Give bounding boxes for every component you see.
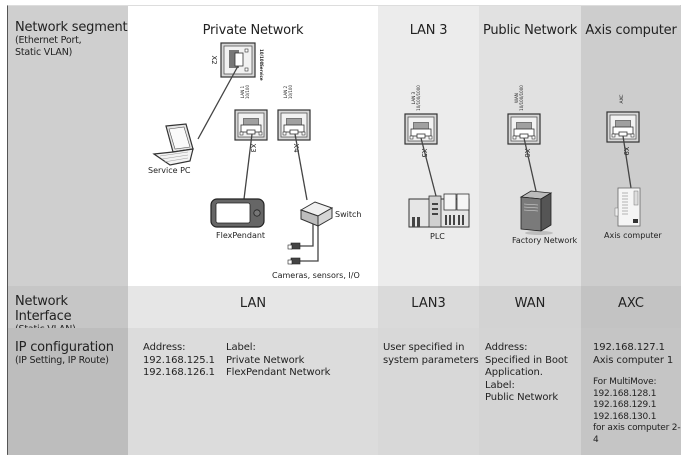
factory-server-icon xyxy=(519,190,553,235)
ip-public-line-2: Specified in Boot xyxy=(485,354,568,366)
flexpendant-label: FlexPendant xyxy=(216,231,265,240)
ip-public-line-4: Label: xyxy=(485,379,515,391)
multimove-ip-1: 192.168.128.1 xyxy=(593,388,657,399)
address-2: 192.168.126.1 xyxy=(143,367,215,378)
axis-computer-label: Axis computer xyxy=(604,231,662,240)
flexpendant-icon xyxy=(210,198,265,228)
port-x3 xyxy=(234,109,268,141)
port-x4 xyxy=(277,109,311,141)
ip-private: Address: 192.168.125.1 192.168.126.1 Lab… xyxy=(128,328,378,455)
port-x5-speed: 10/100/1000 xyxy=(416,85,421,111)
iface-lan3-label: LAN3 xyxy=(411,296,446,311)
port-x3-speed: 10/100 xyxy=(245,85,250,100)
iface-axis-label: AXC xyxy=(618,296,644,311)
port-x4-name: LAN 2 xyxy=(283,85,288,98)
label-cell-interface: Network Interface (Static VLAN) xyxy=(8,286,128,335)
port-x4-speed: 10/100 xyxy=(288,85,293,100)
segment-sub2: Static VLAN) xyxy=(15,47,73,58)
ip-public-text: Address: Specified in Boot Application. … xyxy=(485,342,568,405)
col-title-axis: Axis computer xyxy=(585,23,677,38)
label-label: Label: xyxy=(226,342,256,353)
address-label: Address: xyxy=(143,342,186,353)
camera-icon xyxy=(287,242,301,265)
plc-icon xyxy=(408,193,470,228)
cameras-label: Cameras, sensors, I/O xyxy=(272,271,360,280)
ip-public-line-5: Public Network xyxy=(485,392,559,403)
iface-axis: AXC xyxy=(581,286,681,328)
ip-axis-line-2: Axis computer 1 xyxy=(593,354,674,366)
factory-network-label: Factory Network xyxy=(512,236,578,245)
port-x5-id: X5 xyxy=(420,148,428,157)
iface-private-label: LAN xyxy=(239,296,267,311)
port-x6-name: WAN xyxy=(514,93,519,103)
ip-public: Address: Specified in Boot Application. … xyxy=(479,328,581,455)
plc-label: PLC xyxy=(430,232,445,241)
address-1: 192.168.125.1 xyxy=(143,354,215,366)
port-x2-service: Service xyxy=(259,64,264,81)
ip-lan3-line-2: system parameters xyxy=(383,354,479,366)
ip-axis-multimove: For MultiMove: 192.168.128.1 192.168.129… xyxy=(593,377,681,446)
service-pc-label: Service PC xyxy=(148,166,191,175)
service-pc-icon xyxy=(152,123,194,166)
col-title-public: Public Network xyxy=(482,23,578,38)
port-x5-name: LAN 3 xyxy=(411,91,416,104)
label-2: FlexPendant Network xyxy=(226,367,331,378)
port-x6-speed: 10/100/1000 xyxy=(519,85,524,111)
ipconfig-sub1: (IP Setting, IP Route) xyxy=(15,355,109,366)
ip-axis: 192.168.127.1 Axis computer 1 For MultiM… xyxy=(581,328,681,455)
port-x2-speed: 10/100 xyxy=(259,49,264,65)
iface-private: LAN xyxy=(128,286,378,328)
iface-lan3: LAN3 xyxy=(378,286,479,328)
col-lan3-segment: LAN 3 xyxy=(378,6,479,286)
axis-computer-icon xyxy=(614,187,641,227)
col-title-lan3: LAN 3 xyxy=(409,23,448,38)
port-x2 xyxy=(220,42,256,78)
interface-title: Network Interface xyxy=(15,294,72,324)
cables-private xyxy=(197,65,319,262)
ip-lan3-line-1: User specified in xyxy=(383,342,465,353)
port-x2-id: X2 xyxy=(210,55,218,64)
multimove-title: For MultiMove: xyxy=(593,377,657,387)
col-title-private: Private Network xyxy=(202,23,304,38)
ip-public-line-3: Application. xyxy=(485,367,543,378)
ip-private-labels: Label: Private Network FlexPendant Netwo… xyxy=(226,342,330,380)
ip-private-addresses: Address: 192.168.125.1 192.168.126.1 xyxy=(143,342,215,380)
diagram-artwork: X2 10/100 Service LAN 1 10/100 LAN 2 10/… xyxy=(148,42,662,280)
iface-public-label: WAN xyxy=(514,296,546,311)
port-x9-id: X9 xyxy=(622,146,630,155)
multimove-ip-3: 192.168.130.1 xyxy=(593,411,657,422)
port-x9-name: AXC xyxy=(619,95,625,104)
ip-lan3: User specified in system parameters xyxy=(378,328,479,455)
label-cell-segment: Network segment (Ethernet Port, Static V… xyxy=(8,6,128,286)
port-x3-name: LAN 1 xyxy=(240,85,245,98)
switch-icon xyxy=(299,201,334,227)
segment-sub1: (Ethernet Port, xyxy=(15,35,82,46)
label-1: Private Network xyxy=(226,354,305,366)
port-x3-id: X3 xyxy=(249,143,257,152)
iface-public: WAN xyxy=(479,286,581,328)
ip-lan3-text: User specified in system parameters xyxy=(383,342,479,367)
ipconfig-title: IP configuration xyxy=(15,340,114,355)
port-x4-id: X4 xyxy=(292,143,300,153)
multimove-note: for axis computer 2-4 xyxy=(593,423,681,445)
col-axis-segment: Axis computer xyxy=(581,6,681,286)
ip-axis-main: 192.168.127.1 Axis computer 1 xyxy=(593,342,673,367)
segment-title: Network segment xyxy=(15,20,128,35)
multimove-ip-2: 192.168.129.1 xyxy=(593,400,657,410)
col-public-segment: Public Network xyxy=(479,6,581,286)
ip-public-line-1: Address: xyxy=(485,342,528,353)
ip-axis-line-1: 192.168.127.1 xyxy=(593,342,665,353)
network-table: Network segment (Ethernet Port, Static V… xyxy=(7,5,681,455)
switch-label: Switch xyxy=(335,210,361,219)
label-cell-ipconfig: IP configuration (IP Setting, IP Route) xyxy=(8,328,128,455)
